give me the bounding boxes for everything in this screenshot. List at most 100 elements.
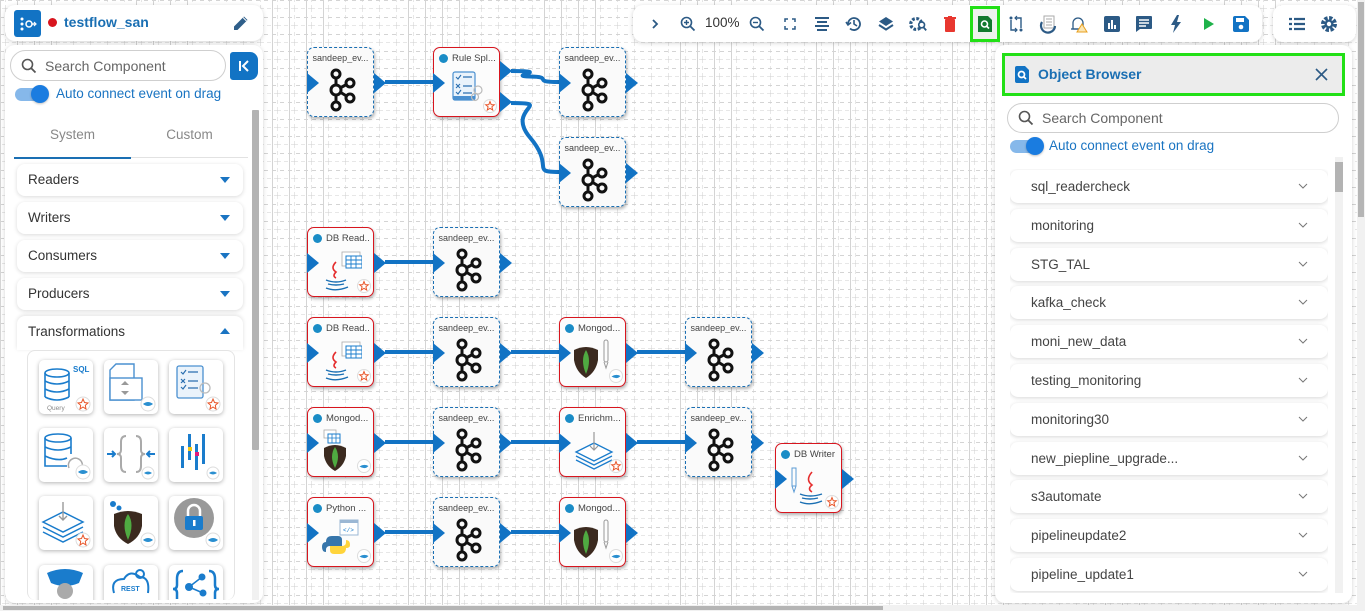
component-node[interactable]: Mongod...: [559, 317, 638, 387]
component-db-gear[interactable]: [39, 565, 93, 600]
canvas-horizontal-scrollbar[interactable]: [0, 605, 1365, 611]
input-port[interactable]: [559, 433, 571, 453]
delete-button[interactable]: [940, 14, 960, 34]
accordion-transformations[interactable]: Transformations: [17, 316, 243, 350]
output-port[interactable]: [500, 253, 512, 273]
component-node[interactable]: DB Writer: [775, 443, 854, 513]
component-node[interactable]: Rule Spl...: [433, 47, 512, 117]
object-list-item[interactable]: monitoring30: [1010, 402, 1328, 436]
chevron-down-icon[interactable]: [1298, 531, 1308, 539]
layers-button[interactable]: [876, 14, 896, 34]
accordion-readers[interactable]: Readers: [17, 164, 243, 196]
object-list-scrollbar[interactable]: [1335, 157, 1343, 593]
chevron-down-icon[interactable]: [1298, 337, 1308, 345]
kafka-event-node[interactable]: sandeep_ev...: [685, 407, 764, 477]
kafka-event-node[interactable]: sandeep_ev...: [433, 227, 512, 297]
advanced-config-button[interactable]: [908, 14, 928, 34]
canvas-vertical-scrollbar[interactable]: [1357, 0, 1365, 605]
output-port[interactable]: [626, 433, 638, 453]
component-node[interactable]: Mongod...: [559, 497, 638, 567]
accordion-writers[interactable]: Writers: [17, 202, 243, 234]
input-port[interactable]: [433, 253, 445, 273]
component-node[interactable]: Enrichm...: [559, 407, 638, 477]
input-port[interactable]: [559, 73, 571, 93]
output-port[interactable]: [500, 61, 512, 81]
align-button[interactable]: [812, 14, 832, 34]
object-search-input[interactable]: [1042, 110, 1298, 126]
run-button[interactable]: [1199, 14, 1219, 34]
input-port[interactable]: [685, 433, 697, 453]
output-port[interactable]: [626, 163, 638, 183]
output-port[interactable]: [500, 343, 512, 363]
input-port[interactable]: [307, 253, 319, 273]
version-history-button[interactable]: [844, 14, 864, 34]
chevron-down-icon[interactable]: [1298, 298, 1308, 306]
component-node[interactable]: DB Read...: [307, 227, 386, 297]
kafka-event-node[interactable]: sandeep_ev...: [685, 317, 764, 387]
input-port[interactable]: [559, 163, 571, 183]
restore-button[interactable]: [1038, 14, 1058, 34]
input-port[interactable]: [307, 343, 319, 363]
component-node[interactable]: Mongod...: [307, 407, 386, 477]
object-list-item[interactable]: pipelineupdate2: [1010, 519, 1328, 553]
close-icon[interactable]: [1314, 67, 1329, 82]
output-port[interactable]: [374, 73, 386, 93]
zoom-in-button[interactable]: [678, 14, 698, 34]
component-db-sync[interactable]: [39, 428, 93, 482]
expand-toolbar-button[interactable]: [645, 14, 665, 34]
chevron-down-icon[interactable]: [1298, 570, 1308, 578]
save-button[interactable]: [1231, 14, 1251, 34]
auto-connect-toggle[interactable]: [15, 85, 49, 103]
input-port[interactable]: [559, 523, 571, 543]
component-enrichment[interactable]: [39, 496, 93, 550]
output-port[interactable]: [374, 343, 386, 363]
output-port[interactable]: [374, 253, 386, 273]
component-rule-splitter[interactable]: [169, 360, 223, 414]
output-port[interactable]: [500, 92, 512, 112]
pipeline-logo-icon[interactable]: [14, 10, 41, 37]
chevron-down-icon[interactable]: [1298, 376, 1308, 384]
output-port[interactable]: [500, 523, 512, 543]
component-file-splitter[interactable]: [104, 360, 158, 414]
kafka-event-node[interactable]: sandeep_ev...: [559, 47, 638, 117]
input-port[interactable]: [433, 343, 445, 363]
chevron-down-icon[interactable]: [1298, 221, 1308, 229]
input-port[interactable]: [433, 73, 445, 93]
component-rest-api[interactable]: REST: [104, 565, 158, 600]
chevron-down-icon[interactable]: [1298, 260, 1308, 268]
object-list-item[interactable]: sql_readercheck: [1010, 170, 1328, 203]
chevron-down-icon[interactable]: [1298, 454, 1308, 462]
component-sql-query[interactable]: SQL Query: [39, 360, 93, 414]
kafka-event-node[interactable]: sandeep_ev...: [433, 497, 512, 567]
object-list-item[interactable]: kafka_check: [1010, 286, 1328, 320]
kafka-event-node[interactable]: sandeep_ev...: [433, 407, 512, 477]
output-port[interactable]: [842, 469, 854, 489]
output-port[interactable]: [626, 523, 638, 543]
kafka-event-node[interactable]: sandeep_ev...: [307, 47, 386, 117]
object-list-item[interactable]: s3automate: [1010, 480, 1328, 514]
component-encryption[interactable]: [169, 496, 223, 550]
component-json-graph[interactable]: [169, 565, 223, 600]
output-port[interactable]: [752, 343, 764, 363]
accordion-producers[interactable]: Producers: [17, 278, 243, 310]
chevron-down-icon[interactable]: [1298, 415, 1308, 423]
accordion-consumers[interactable]: Consumers: [17, 240, 243, 272]
fit-screen-button[interactable]: [780, 14, 800, 34]
settings-button[interactable]: [1319, 14, 1339, 34]
tab-system[interactable]: System: [14, 120, 131, 159]
component-node[interactable]: DB Read...: [307, 317, 386, 387]
component-column-transform[interactable]: [169, 428, 223, 482]
input-port[interactable]: [307, 73, 319, 93]
kafka-event-node[interactable]: sandeep_ev...: [559, 137, 638, 207]
object-list-item[interactable]: new_piepline_upgrade...: [1010, 441, 1328, 475]
alerts-button[interactable]: [1069, 14, 1089, 34]
monitor-button[interactable]: [1102, 14, 1122, 34]
object-list-item[interactable]: monitoring: [1010, 208, 1328, 242]
tab-custom[interactable]: Custom: [166, 127, 213, 142]
edit-icon[interactable]: [232, 14, 250, 32]
object-list-item[interactable]: testing_monitoring: [1010, 364, 1328, 397]
component-search[interactable]: [10, 50, 226, 81]
input-port[interactable]: [685, 343, 697, 363]
output-port[interactable]: [374, 523, 386, 543]
input-port[interactable]: [307, 523, 319, 543]
